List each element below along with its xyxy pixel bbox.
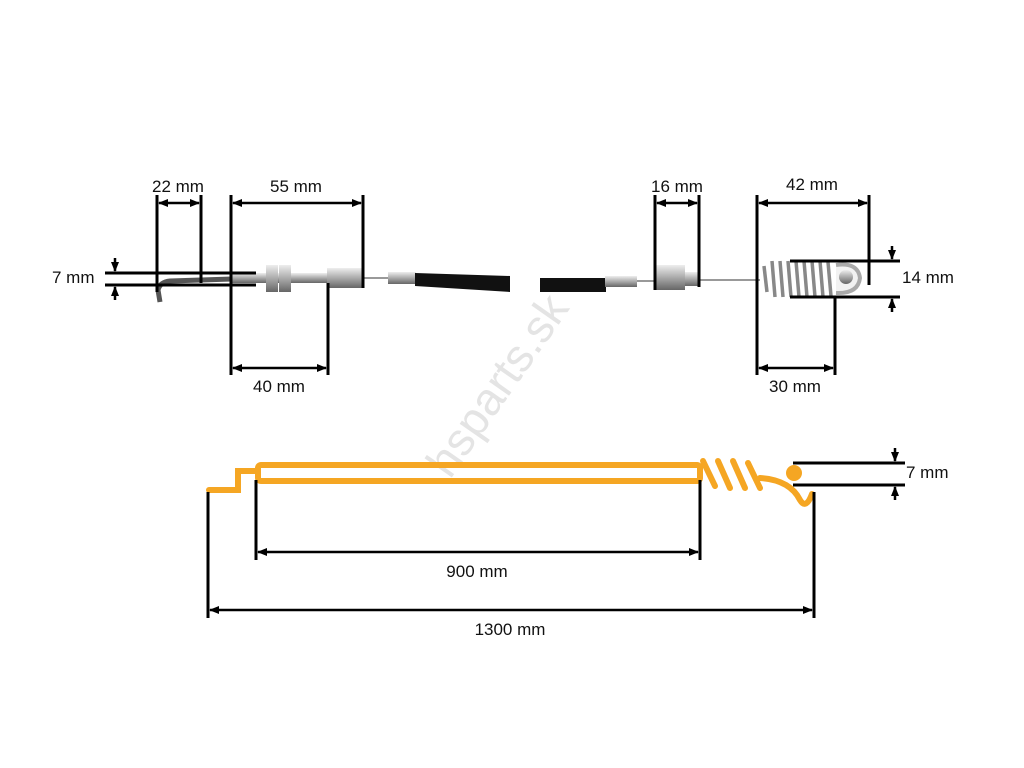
cable-schematic [206, 458, 815, 507]
ball-end [786, 465, 802, 481]
dim-end-offset: 7 mm [906, 463, 949, 482]
sheath-outline [255, 462, 703, 484]
dim-hook-offset: 7 mm [52, 268, 95, 287]
spring-icon [762, 260, 833, 298]
dim-thread-total: 55 mm [270, 177, 322, 196]
dim-spring-length: 30 mm [769, 377, 821, 396]
dim-hook-length: 22 mm [152, 177, 204, 196]
dim-spring-diameter: 14 mm [902, 268, 954, 287]
crimp [388, 272, 416, 284]
nut [279, 265, 291, 292]
watermark: hsparts.sk [416, 283, 579, 485]
hook-icon [757, 475, 815, 507]
nut [266, 265, 278, 292]
bottom-dimensions: 900 mm 1300 mm 7 mm [206, 448, 949, 639]
cable-sheath [415, 273, 510, 292]
dim-thread-length: 40 mm [253, 377, 305, 396]
hook-icon [155, 276, 233, 303]
right-cable-end [540, 260, 863, 298]
right-dimensions: 16 mm 42 mm 30 mm 14 mm [651, 175, 954, 396]
threaded-rod [230, 273, 327, 283]
ball-end [839, 270, 853, 284]
ferrule [655, 265, 685, 290]
dim-sheath-length: 900 mm [446, 562, 507, 581]
coil-icon [700, 458, 763, 491]
crimp [605, 276, 637, 287]
dim-ferrule-length: 16 mm [651, 177, 703, 196]
dim-total-length: 1300 mm [475, 620, 546, 639]
dim-spring-total: 42 mm [786, 175, 838, 194]
cable-sheath [540, 278, 606, 292]
left-dimensions: 22 mm 55 mm 40 mm 7 mm [52, 177, 365, 396]
left-cable-end [155, 265, 510, 303]
ferrule [327, 268, 363, 288]
